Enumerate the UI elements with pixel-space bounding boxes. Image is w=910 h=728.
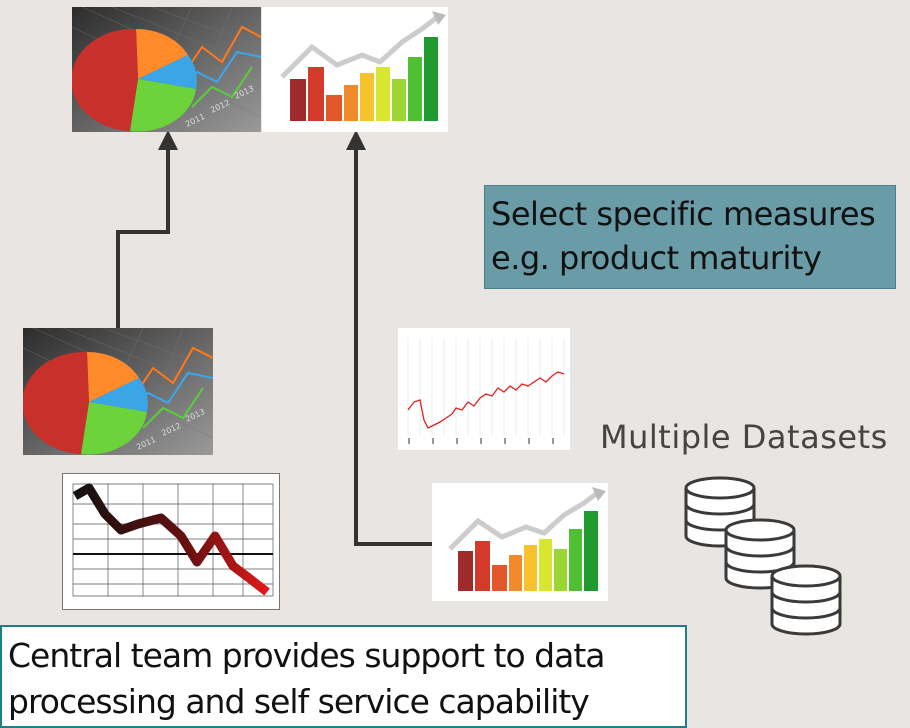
support-description-box: Central team provides support to data pr… xyxy=(0,625,687,728)
pie-chart-image-middle: 2011 2012 2013 xyxy=(23,328,213,455)
arrow-left xyxy=(116,130,178,330)
measures-callout: Select specific measures e.g. product ma… xyxy=(484,185,896,289)
support-line-1: Central team provides support to data xyxy=(8,636,606,675)
arrow-right xyxy=(346,130,433,546)
support-line-2: processing and self service capability xyxy=(8,682,590,721)
database-icon xyxy=(770,564,842,636)
pie-chart-image-top: 2011 2012 2013 xyxy=(72,7,261,132)
callout-line-2: e.g. product maturity xyxy=(491,239,822,277)
datasets-label: Multiple Datasets xyxy=(600,418,888,456)
database-icon-group xyxy=(684,476,842,636)
bar-chart-image-top xyxy=(262,7,448,132)
callout-line-1: Select specific measures xyxy=(491,195,876,233)
declining-chart-image xyxy=(62,473,280,610)
line-chart-image xyxy=(398,328,570,450)
bar-chart-image-bottom xyxy=(432,483,608,601)
